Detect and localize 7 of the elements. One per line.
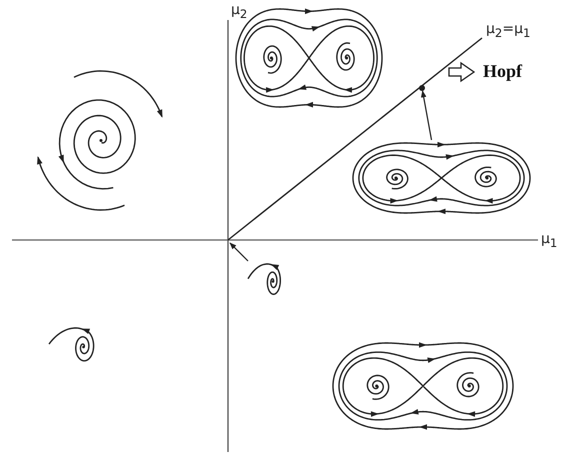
arrow	[230, 242, 248, 262]
axis-label: μ$_{2}$	[231, 3, 248, 20]
point-marker	[419, 85, 425, 91]
axis-label: μ$_{1}$	[541, 232, 558, 250]
line-label: μ$_{2}$=μ$_{1}$	[486, 22, 530, 40]
arrow	[420, 90, 432, 140]
bifurcation-label: Hopf	[483, 62, 522, 80]
